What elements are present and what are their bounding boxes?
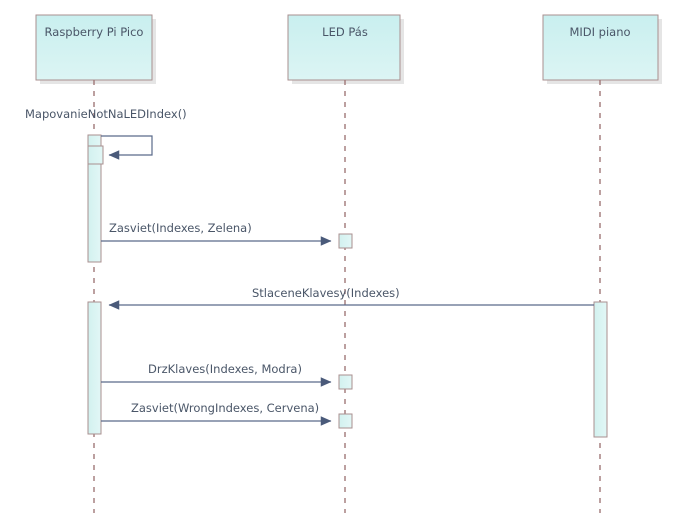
activation-bar-led-2[interactable] [338,374,353,390]
lifeline-label-rpi: Raspberry Pi Pico [45,25,144,39]
lifeline-midi[interactable]: MIDI piano [542,14,662,513]
message-call-zasviet-zelena[interactable]: Zasviet(Indexes, Zelena) [101,221,353,249]
message-call-zasviet-cervena[interactable]: Zasviet(WrongIndexes, Cervena) [101,401,353,429]
message-label-stlaceneklavesy: StlaceneKlavesy(Indexes) [252,286,400,300]
lifeline-header-box-rpi[interactable] [35,14,153,81]
lifeline-label-midi: MIDI piano [569,25,630,39]
message-call-stlaceneklavesy[interactable]: StlaceneKlavesy(Indexes) [108,286,594,310]
activation-bar-midi-1[interactable] [593,301,608,438]
activation-bar-rpi-self-nested[interactable] [87,145,104,165]
activation-bar-led-3[interactable] [338,413,353,429]
message-label-zasviet-zelena: Zasviet(Indexes, Zelena) [109,221,252,235]
message-label-drzklaves: DrzKlaves(Indexes, Modra) [148,362,302,376]
lifeline-header-box-led[interactable] [287,14,401,81]
message-self-call-mapovanie[interactable]: MapovanieNotNaLEDIndex() [25,107,187,165]
message-label-mapovanie: MapovanieNotNaLEDIndex() [25,107,187,121]
message-line-mapovanie[interactable] [101,135,153,160]
lifeline-label-led: LED Pás [322,25,368,39]
message-call-drzklaves[interactable]: DrzKlaves(Indexes, Modra) [101,362,353,390]
activation-bar-rpi-1[interactable] [87,134,102,263]
activation-bar-led-1[interactable] [338,233,353,249]
lifeline-led[interactable]: LED Pás [287,14,404,513]
activation-bar-rpi-2[interactable] [87,301,102,435]
message-label-zasviet-cervena: Zasviet(WrongIndexes, Cervena) [131,401,319,415]
lifeline-rpi[interactable]: Raspberry Pi Pico [35,14,156,513]
